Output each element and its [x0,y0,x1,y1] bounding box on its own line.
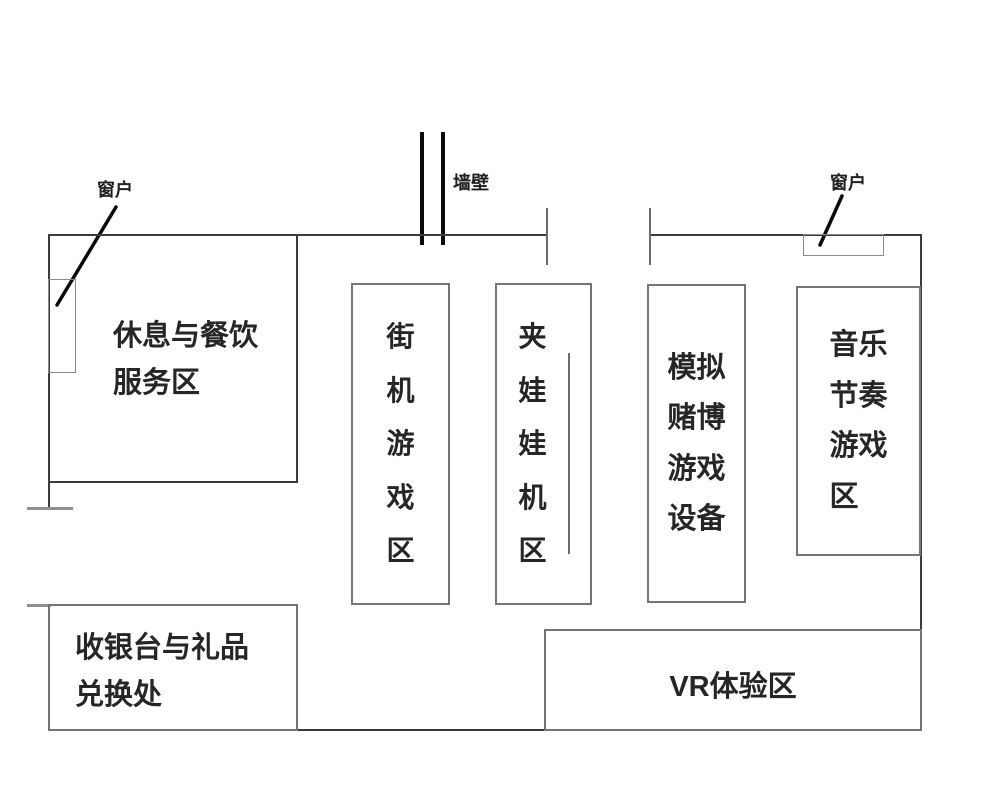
right-window [803,234,884,256]
vr-experience-zone-label: VR体验区 [669,671,797,703]
cashier-gift-exchange [48,604,298,731]
vr-experience-zone: VR体验区 [544,629,922,731]
wall-symbol-line-2 [441,132,445,245]
rest-room-bottom-wall [48,481,298,483]
music-rhythm-zone-label: 音乐 节奏 游戏 区 [829,329,888,513]
claw-machine-zone: 夹 娃 娃 机 区 [495,283,592,605]
claw-machine-zone-label: 夹 娃 娃 机 区 [518,321,547,567]
left-window [48,279,76,373]
right-wall [920,234,922,731]
right-window-label: 窗户 [830,173,866,193]
gambling-equipment-zone-label: 模拟 赌博 游戏 设备 [667,351,726,536]
top-opening-jamb-right [649,208,651,265]
cashier-corner-cap [27,604,51,607]
top-wall-left-segment [49,234,547,236]
top-wall-right-segment [650,234,922,236]
music-rhythm-zone: 音乐 节奏 游戏 区 [796,286,921,556]
cashier-gift-exchange-label: 收银台与礼品 兑换处 [75,632,250,711]
wall-label: 墙壁 [453,173,489,193]
wall-symbol-line-1 [420,132,424,245]
arcade-game-zone: 街 机 游 戏 区 [351,283,450,605]
rest-dining-area-label: 休息与餐饮 服务区 [113,320,259,399]
top-opening-jamb-left [546,208,548,265]
gambling-equipment-zone: 模拟 赌博 游戏 设备 [647,284,746,603]
bottom-wall [49,729,922,731]
rest-room-right-wall [296,234,298,483]
left-window-label: 窗户 [97,180,133,200]
claw-zone-divider-line [568,353,570,554]
arcade-game-zone-label: 街 机 游 戏 区 [386,321,415,567]
left-window-pointer-line [55,205,118,307]
left-wall-end-cap [27,507,73,510]
right-window-pointer-line [818,194,844,247]
